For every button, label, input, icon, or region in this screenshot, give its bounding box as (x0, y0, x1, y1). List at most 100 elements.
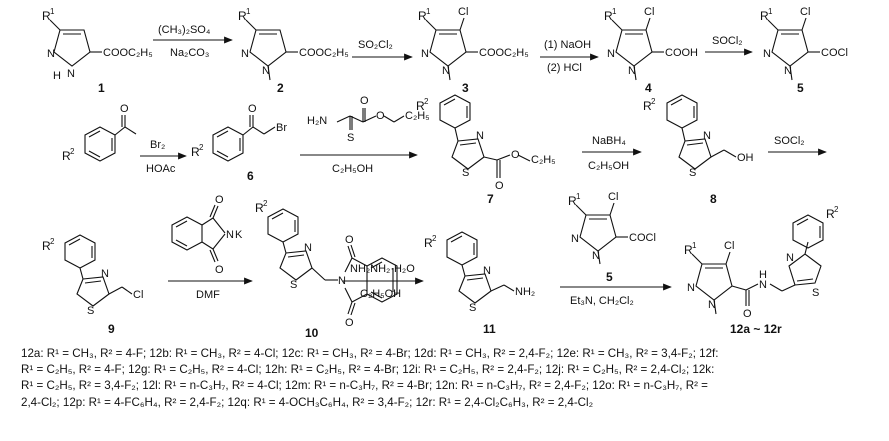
compound-9-label: 9 (108, 322, 115, 336)
svg-text:Cl: Cl (644, 6, 654, 18)
svg-text:C₂H₅: C₂H₅ (531, 154, 556, 166)
svg-text:2: 2 (50, 237, 55, 246)
svg-text:O: O (495, 180, 504, 192)
svg-text:COOC₂H₅: COOC₂H₅ (479, 47, 529, 59)
svg-text:O: O (215, 264, 224, 276)
reagent-thionyl-chloride-2: SOCl₂ (774, 135, 805, 147)
svg-text:O: O (376, 110, 385, 122)
reagent-dimethyl-sulfate: (CH₃)₂SO₄ (158, 24, 211, 36)
svg-text:Cl: Cl (608, 191, 618, 203)
svg-text:O: O (345, 234, 354, 246)
compound-10-structure: R 2 N S N O O 10 (255, 199, 398, 340)
compound-4-label: 4 (645, 81, 652, 95)
svg-text:R: R (255, 201, 264, 215)
compound-8-structure: R 2 N S OH 8 (643, 94, 754, 206)
svg-text:2: 2 (199, 143, 204, 152)
reagent-triethylamine-dcm: Et₃N, CH₂Cl₂ (570, 295, 634, 307)
svg-text:N: N (304, 242, 312, 254)
svg-text:N: N (67, 68, 75, 80)
svg-text:R: R (191, 145, 200, 159)
svg-text:K: K (235, 229, 243, 241)
reaction-scheme: R 1 N N H COOC₂H₅ 1 (CH₃)₂SO₄ Na₂CO₃ R 1… (42, 6, 848, 340)
svg-text:OH: OH (737, 152, 754, 164)
svg-text:N: N (607, 48, 615, 60)
svg-text:NH₂: NH₂ (515, 286, 535, 298)
svg-text:N: N (708, 299, 716, 311)
r1-label: R (42, 9, 51, 23)
svg-text:2: 2 (834, 205, 839, 214)
compound-4-structure: R 1 Cl N N COOH 4 (604, 6, 698, 95)
svg-text:N: N (421, 48, 429, 60)
legend-line-2: R¹ = C₂H₅, R² = 4-F; 12g: R¹ = C₂H₅, R² … (21, 363, 715, 377)
svg-text:Br: Br (276, 122, 287, 134)
compound-3-label: 3 (462, 81, 469, 95)
svg-text:S: S (87, 305, 94, 317)
svg-text:COCl: COCl (629, 232, 656, 244)
svg-text:N: N (47, 48, 55, 60)
compound-3-structure: R 1 Cl N N COOC₂H₅ 3 (418, 6, 529, 95)
svg-text:S: S (462, 167, 469, 179)
svg-text:N: N (483, 265, 491, 277)
svg-text:O: O (120, 103, 129, 115)
svg-text:1: 1 (426, 7, 431, 16)
substituent-legend: 12a: R¹ = CH₃, R² = 4-F; 12b: R¹ = CH₃, … (21, 346, 881, 411)
svg-text:N: N (703, 130, 711, 142)
compound-5-label: 5 (797, 81, 804, 95)
svg-text:H: H (53, 70, 61, 82)
svg-text:2: 2 (424, 97, 429, 106)
reagent-hcl: (2) HCl (547, 62, 582, 74)
compound-8-label: 8 (710, 192, 717, 206)
compound-2-structure: R 1 N N COOC₂H₅ 2 (238, 7, 349, 95)
svg-text:S: S (290, 279, 297, 291)
svg-text:2: 2 (432, 234, 437, 243)
svg-text:R: R (62, 149, 71, 163)
thiooxamate-reagent: H₂N O O S C₂H₅ (307, 95, 430, 144)
reagent-acetic-acid: HOAc (146, 163, 176, 175)
svg-text:N: N (476, 130, 484, 142)
svg-text:N: N (687, 282, 695, 294)
compound-11-label: 11 (483, 322, 496, 336)
reagent-naoh: (1) NaOH (544, 39, 591, 51)
svg-text:1: 1 (576, 192, 581, 201)
svg-text:O: O (360, 95, 369, 107)
svg-text:N: N (442, 65, 450, 77)
svg-text:N: N (241, 48, 249, 60)
svg-text:N: N (592, 250, 600, 262)
svg-text:N: N (784, 65, 792, 77)
legend-line-4: 2,4-Cl₂; 12p: R¹ = 4-FC₆H₄, R² = 2,4-F₂;… (21, 395, 594, 409)
svg-text:N: N (786, 252, 794, 264)
svg-text:H: H (759, 269, 767, 281)
acyl-chloride-5-reagent: R 1 Cl N N COCl (568, 191, 656, 265)
svg-text:S: S (812, 287, 819, 299)
reagent-ethanol-2: C₂H₅OH (588, 160, 629, 172)
svg-text:R: R (424, 236, 433, 250)
svg-text:R: R (826, 207, 835, 221)
svg-text:S: S (689, 167, 696, 179)
svg-text:Cl: Cl (458, 6, 468, 18)
product-12-structure: R 1 Cl N N O N H S N R 2 12a ~ 12r (684, 205, 839, 336)
svg-text:R: R (42, 239, 51, 253)
svg-text:N: N (763, 48, 771, 60)
reagent-ethanol: C₂H₅OH (332, 163, 373, 175)
svg-text:S: S (347, 132, 354, 144)
svg-text:O: O (345, 317, 354, 329)
svg-text:N: N (101, 268, 109, 280)
svg-text:R: R (604, 9, 613, 23)
reagent-ethanol-3: C₂H₅OH (360, 288, 401, 300)
compound-7-structure: R 2 N S O O C₂H₅ 7 (416, 94, 556, 206)
svg-text:Cl: Cl (133, 289, 143, 301)
svg-text:1: 1 (768, 7, 773, 16)
svg-text:2: 2 (70, 147, 75, 156)
reagent-thionyl-chloride: SOCl₂ (712, 35, 743, 47)
compound-1-label: 1 (98, 81, 105, 95)
legend-line-3: R¹ = C₂H₅, R² = 3,4-F₂; 12l: R¹ = n-C₃H₇… (21, 379, 708, 393)
reagent-sulfuryl-chloride: SO₂Cl₂ (358, 39, 393, 51)
svg-text:O: O (215, 194, 224, 206)
svg-text:S: S (469, 302, 476, 314)
compound-6-label: 6 (247, 169, 254, 183)
svg-text:R: R (238, 9, 247, 23)
reagent-sodium-carbonate: Na₂CO₃ (170, 47, 209, 59)
compound-5-structure: R 1 Cl N N COCl 5 (760, 6, 848, 95)
svg-text:N: N (571, 233, 579, 245)
svg-text:C₂H₅: C₂H₅ (405, 110, 430, 122)
